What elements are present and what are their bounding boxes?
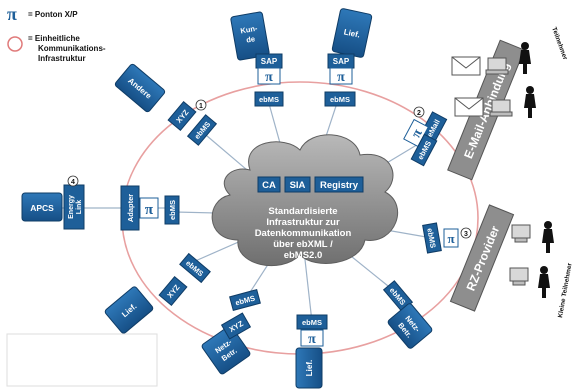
- energy-label: Energy: [68, 195, 75, 219]
- sia-badge: [284, 176, 311, 193]
- ebms-label: ebMS: [168, 200, 177, 220]
- ebms-label: ebMS: [302, 318, 322, 327]
- rz-provider-banner: RZ-Provider: [449, 204, 515, 312]
- adapter-label: Adapter: [126, 194, 135, 222]
- number-4: 4: [67, 175, 79, 187]
- node-adapter: Adapter: [120, 185, 140, 231]
- node-netz-betr-left: Netz- Betr.: [201, 325, 251, 375]
- lief-bottom-label: Lief.: [305, 360, 314, 376]
- laptop-icon: [485, 57, 513, 117]
- ebms-right-middle: ebMS: [422, 222, 442, 254]
- node-sap-1: SAP π ebMS: [254, 53, 284, 107]
- ebms-label: ebMS: [259, 95, 279, 104]
- node-xyz-top: XYZ: [167, 100, 197, 132]
- legend-circle-line2: Kommunikations-: [38, 44, 106, 53]
- teilnehmer-top-label: Teilnehmer: [550, 26, 568, 61]
- central-cloud: CA SIA Registry Standardisierte Infrastr…: [211, 134, 399, 267]
- ebms-label: ebMS: [425, 227, 437, 248]
- node-kunde: Kun- de: [230, 11, 270, 61]
- legend-circle-line3: Infrastruktur: [38, 54, 86, 63]
- node-xyz-left: XYZ: [158, 275, 188, 307]
- sap-1-label: SAP: [261, 57, 278, 66]
- pi-icon: π: [447, 231, 454, 246]
- number-4-label: 4: [71, 179, 75, 186]
- person-icon: [519, 42, 536, 118]
- node-netz-betr-right: Netz- Betr.: [387, 303, 433, 349]
- ebms-right-top: ebMS: [410, 133, 438, 167]
- apcs-label: APCS: [30, 203, 54, 213]
- pi-icon: π: [308, 332, 316, 347]
- link-label: Link: [76, 200, 83, 214]
- number-1-label: 1: [199, 103, 203, 110]
- kunde-label-1: Kun-: [240, 24, 259, 36]
- sia-badge-label: SIA: [290, 180, 306, 191]
- node-lief-left: Lief.: [104, 286, 154, 334]
- lief-top-label: Lief.: [343, 27, 361, 39]
- ca-badge: [257, 176, 281, 193]
- pi-bottom: π: [300, 329, 324, 347]
- legend: π = Ponton X/P = Einheitliche Kommunikat…: [7, 4, 106, 63]
- legend-circle-line1: = Einheitliche: [28, 34, 80, 43]
- number-3-label: 3: [464, 231, 468, 238]
- cloud-line-2: Infrastruktur zur: [266, 217, 340, 228]
- node-lief-top: Lief.: [331, 8, 373, 58]
- kleine-teilnehmer-label: Kleine Teilnehmer: [557, 262, 574, 318]
- sap-2-label: SAP: [333, 57, 350, 66]
- ca-badge-label: CA: [262, 180, 276, 191]
- computer-icon: [509, 224, 531, 286]
- ebms-bottom-center: ebMS: [296, 314, 328, 330]
- cloud-line-3: Datenkommunikation: [255, 228, 352, 239]
- legend-pi-text: = Ponton X/P: [28, 10, 78, 19]
- registry-badge-label: Registry: [320, 180, 359, 191]
- pi-icon: π: [145, 202, 154, 218]
- node-apcs: APCS: [21, 192, 63, 222]
- pi-icon: π: [265, 70, 273, 85]
- node-energy-link: Energy Link: [63, 184, 85, 230]
- number-1: 1: [195, 99, 207, 111]
- person-icon: [538, 221, 554, 298]
- pi-symbol-icon: π: [7, 4, 17, 24]
- email-envelope-icon: [451, 56, 484, 117]
- pi-rz: π: [443, 228, 459, 248]
- ebms-bottom: ebMS: [229, 289, 261, 311]
- cloud-line-5: ebMS2.0: [284, 250, 323, 261]
- number-2: 2: [413, 106, 425, 118]
- number-2-label: 2: [417, 110, 421, 117]
- kunde-label-2: de: [246, 34, 256, 44]
- pi-email: π: [403, 118, 429, 148]
- ring-legend-icon: [7, 36, 23, 52]
- cloud-shape: [211, 134, 399, 267]
- node-sap-2: SAP π ebMS: [324, 53, 356, 107]
- cloud-line-4: über ebXML /: [273, 239, 333, 250]
- ebms-left: ebMS: [164, 195, 180, 225]
- cloud-line-1: Standardisierte: [268, 206, 337, 217]
- node-andere: Andere: [114, 63, 166, 113]
- number-3: 3: [460, 227, 472, 239]
- pi-adapter: π: [139, 197, 159, 219]
- registry-badge: [314, 176, 364, 193]
- ebms-bottom-left: ebMS: [179, 252, 211, 284]
- node-lief-bottom: Lief.: [295, 347, 323, 389]
- blank-panel: [6, 333, 158, 387]
- ebms-label: ebMS: [330, 95, 350, 104]
- node-xyz-bottom: XYZ: [220, 312, 252, 340]
- pi-icon: π: [337, 70, 345, 85]
